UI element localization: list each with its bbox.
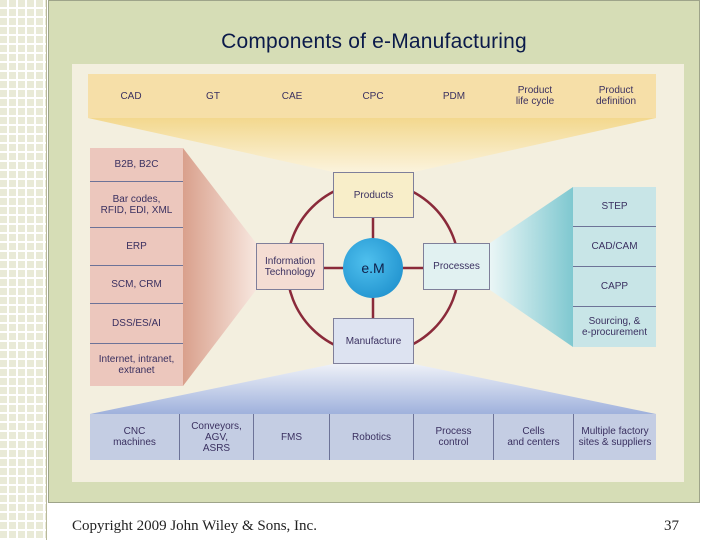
page-number: 37 — [664, 518, 679, 534]
bottom-item: Cells and centers — [494, 414, 574, 460]
bottom-components-bar: CNC machines Conveyors, AGV, ASRS FMS Ro… — [90, 414, 656, 460]
left-item: SCM, CRM — [90, 266, 183, 304]
top-item: CPC — [362, 90, 384, 102]
right-components-column: STEP CAD/CAM CAPP Sourcing, & e-procurem… — [573, 187, 656, 347]
bottom-item: FMS — [254, 414, 330, 460]
right-item: Sourcing, & e-procurement — [581, 316, 648, 338]
bottom-item: Multiple factory sites & suppliers — [578, 426, 652, 448]
top-item: Product definition — [595, 85, 637, 107]
border-line — [46, 0, 47, 540]
manufacture-node: Manufacture — [333, 318, 414, 364]
top-item: GT — [206, 90, 220, 102]
bottom-item: Process control — [414, 414, 494, 460]
top-components-bar: CAD GT CAE CPC PDM Product life cycle Pr… — [88, 74, 656, 118]
top-funnel — [88, 118, 656, 172]
bottom-item: Robotics — [330, 414, 414, 460]
right-item: CAD/CAM — [573, 227, 656, 267]
em-hub: e.M — [343, 238, 403, 298]
processes-node: Processes — [423, 243, 490, 290]
left-item: ERP — [90, 228, 183, 266]
top-item: Product life cycle — [515, 85, 555, 107]
bottom-funnel — [90, 364, 656, 414]
left-item: Bar codes, RFID, EDI, XML — [90, 182, 183, 228]
left-funnel — [183, 148, 256, 386]
top-item: CAE — [281, 90, 303, 102]
bottom-item: CNC machines — [90, 414, 180, 460]
left-item: DSS/ES/AI — [90, 304, 183, 344]
copyright-text: Copyright 2009 John Wiley & Sons, Inc. — [72, 518, 317, 534]
slide-title: Components of e-Manufacturing — [221, 30, 527, 53]
left-item: Internet, intranet, extranet — [98, 354, 175, 376]
top-item: CAD — [120, 90, 142, 102]
right-item: CAPP — [573, 267, 656, 307]
left-components-column: B2B, B2C Bar codes, RFID, EDI, XML ERP S… — [90, 148, 183, 386]
information-technology-node: Information Technology — [256, 243, 324, 290]
bottom-item: Conveyors, AGV, ASRS — [180, 414, 254, 460]
right-funnel — [490, 187, 573, 347]
products-node: Products — [333, 172, 414, 218]
top-item: PDM — [442, 90, 466, 102]
left-striped-border — [0, 0, 46, 540]
left-item: B2B, B2C — [90, 148, 183, 182]
right-item: STEP — [573, 187, 656, 227]
